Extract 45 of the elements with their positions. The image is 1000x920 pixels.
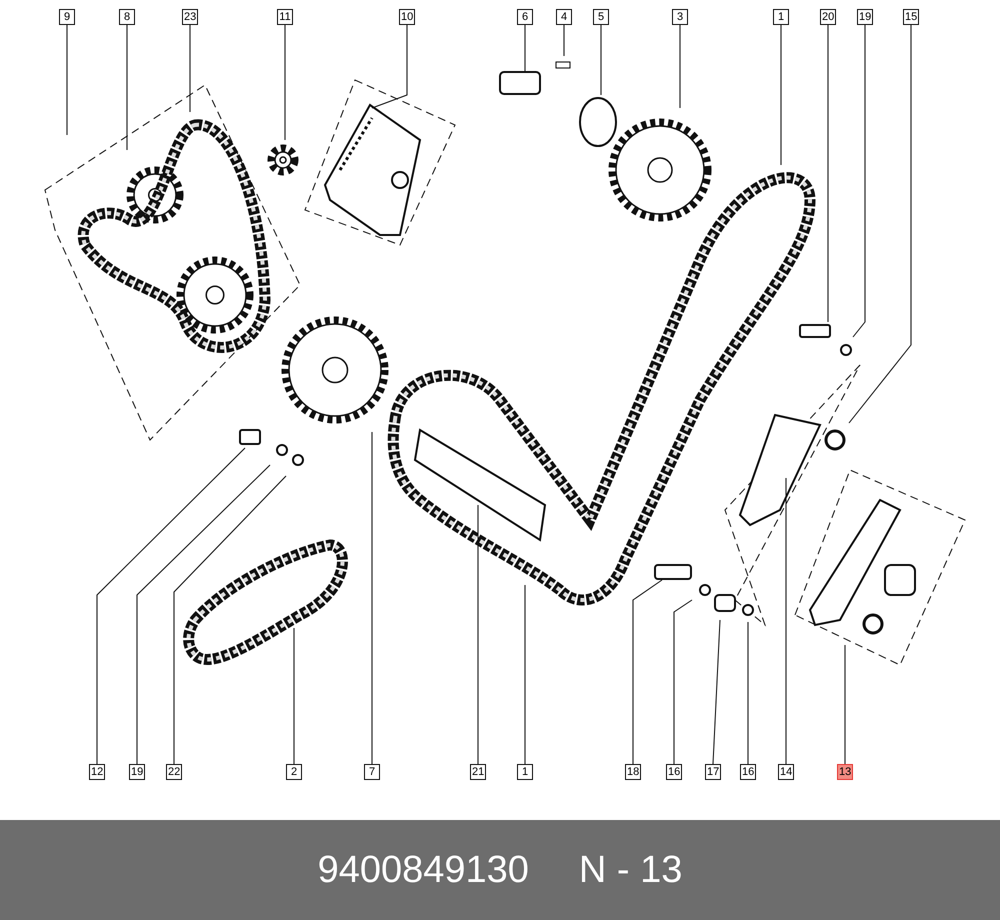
callout-number: 18 [625,764,642,780]
leader-line [674,600,692,764]
callout-number: 7 [364,764,380,780]
leader-line [712,620,720,764]
leader-line [524,24,526,72]
callout-number: 21 [470,764,486,780]
callout-number: 19 [857,9,874,25]
callout-number: 4 [556,9,572,25]
callout-number: 1 [773,9,789,25]
callout-number: 19 [129,764,146,780]
callout-number: 5 [593,9,609,25]
callout-number: 23 [182,9,198,25]
callout-number: 9 [59,9,75,25]
leader-line [632,580,662,764]
leader-line [600,24,602,96]
callout-number: 2 [286,764,302,780]
leader-line [284,24,286,140]
footer-text: 9400849130 [318,848,529,892]
leader-line [780,24,782,166]
callout-number: 10 [399,9,416,25]
callout-number: 22 [166,764,182,780]
callout-number: 20 [820,9,836,25]
leader-line [96,448,246,764]
leader-line [524,584,526,764]
callout-number: 17 [705,764,722,780]
leader-line [852,24,866,338]
callout-number: 11 [277,9,293,25]
callout-number: 6 [517,9,533,25]
callout-number: 1 [517,764,533,780]
leader-line [136,464,270,764]
callout-number: 15 [903,9,920,25]
leader-line [126,24,128,150]
leader-line [372,24,408,108]
leader-line [174,476,286,764]
callout-number: 12 [89,764,106,780]
leader-line [848,24,912,424]
leader-line [844,644,846,764]
callout-number: 8 [119,9,135,25]
callout-number: 16 [666,764,682,780]
callout-number: 16 [740,764,756,780]
callout-number: 13 [837,764,854,780]
callout-number: 14 [778,764,794,780]
footer-text: N - 13 [578,848,682,892]
callout-number: 3 [672,9,688,25]
leader-line [66,24,68,136]
